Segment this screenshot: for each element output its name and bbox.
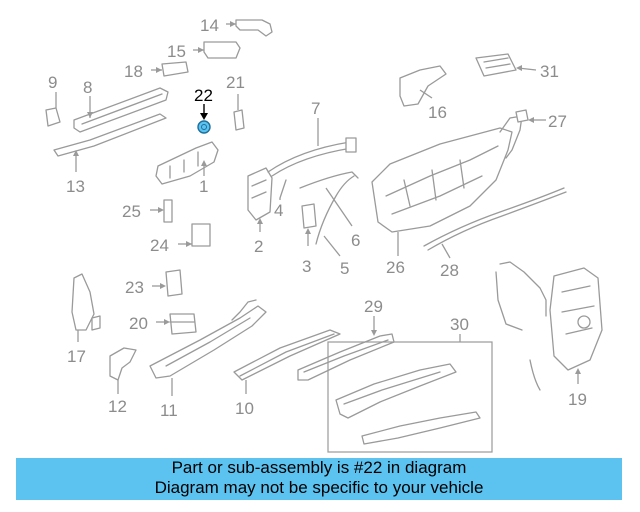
callout-17: 17 — [67, 347, 86, 366]
banner-line-2: Diagram may not be specific to your vehi… — [154, 478, 484, 497]
callout-12: 12 — [108, 397, 127, 416]
part-11: 11 — [149, 299, 267, 420]
callout-10: 10 — [235, 399, 254, 418]
part-24: 24 — [150, 223, 211, 255]
part-21: 21 — [226, 73, 245, 131]
callout-29: 29 — [364, 297, 383, 316]
callout-11: 11 — [160, 401, 178, 420]
callout-7: 7 — [311, 99, 320, 118]
part-4: 4 — [274, 179, 287, 220]
callout-18: 18 — [124, 62, 143, 81]
part-3: 3 — [301, 203, 317, 276]
callout-14: 14 — [200, 16, 219, 35]
part-28: 28 — [423, 187, 567, 280]
part-16: 16 — [399, 65, 447, 122]
callout-9: 9 — [48, 73, 57, 92]
callout-2: 2 — [254, 237, 263, 256]
callout-24: 24 — [150, 236, 169, 255]
info-banner: Part or sub-assembly is #22 in diagram D… — [16, 458, 622, 500]
callout-6: 6 — [351, 231, 360, 250]
part-1: 1 — [155, 141, 219, 196]
callout-22: 22 — [194, 86, 213, 105]
callout-25: 25 — [122, 202, 141, 221]
callout-16: 16 — [428, 103, 447, 122]
callout-21: 21 — [226, 73, 245, 92]
part-22-highlight — [197, 120, 211, 134]
callout-1: 1 — [199, 177, 208, 196]
part-27: 27 — [499, 109, 567, 159]
callout-27: 27 — [548, 112, 567, 131]
part-17: 17 — [67, 273, 101, 366]
part-12: 12 — [108, 347, 137, 416]
part-15: 15 — [167, 41, 241, 61]
callout-31: 31 — [540, 62, 559, 81]
part-5: 5 — [299, 171, 359, 278]
part-30-box — [327, 341, 493, 453]
callout-26: 26 — [386, 258, 405, 277]
callout-3: 3 — [302, 257, 311, 276]
part-31: 31 — [475, 53, 559, 81]
callout-30: 30 — [450, 315, 469, 334]
part-7: 7 — [267, 99, 357, 177]
part-18: 18 — [124, 61, 189, 81]
part-19: 19 — [495, 261, 603, 409]
part-6: 6 — [325, 187, 360, 250]
callout-28: 28 — [440, 261, 459, 280]
part-23: 23 — [125, 269, 183, 297]
callout-13: 13 — [66, 177, 85, 196]
part-14: 14 — [200, 16, 273, 37]
part-25: 25 — [122, 199, 173, 223]
callout-19: 19 — [568, 390, 587, 409]
part-10: 10 — [233, 329, 341, 418]
callout-15: 15 — [167, 42, 186, 61]
callout-4: 4 — [274, 201, 283, 220]
part-9: 9 — [45, 73, 61, 127]
part-8: 8 — [73, 78, 169, 133]
part-13: 13 — [53, 113, 167, 196]
callout-5: 5 — [340, 259, 349, 278]
part-29: 29 — [297, 297, 395, 381]
callout-8: 8 — [83, 78, 92, 97]
callout-23: 23 — [125, 278, 144, 297]
part-26: 26 — [371, 127, 513, 277]
part-22: 22 — [194, 86, 213, 134]
callout-20: 20 — [129, 314, 148, 333]
banner-line-1: Part or sub-assembly is #22 in diagram — [171, 458, 467, 477]
part-30: 30 — [327, 315, 493, 453]
part-2: 2 — [247, 167, 273, 256]
part-20: 20 — [129, 313, 197, 335]
